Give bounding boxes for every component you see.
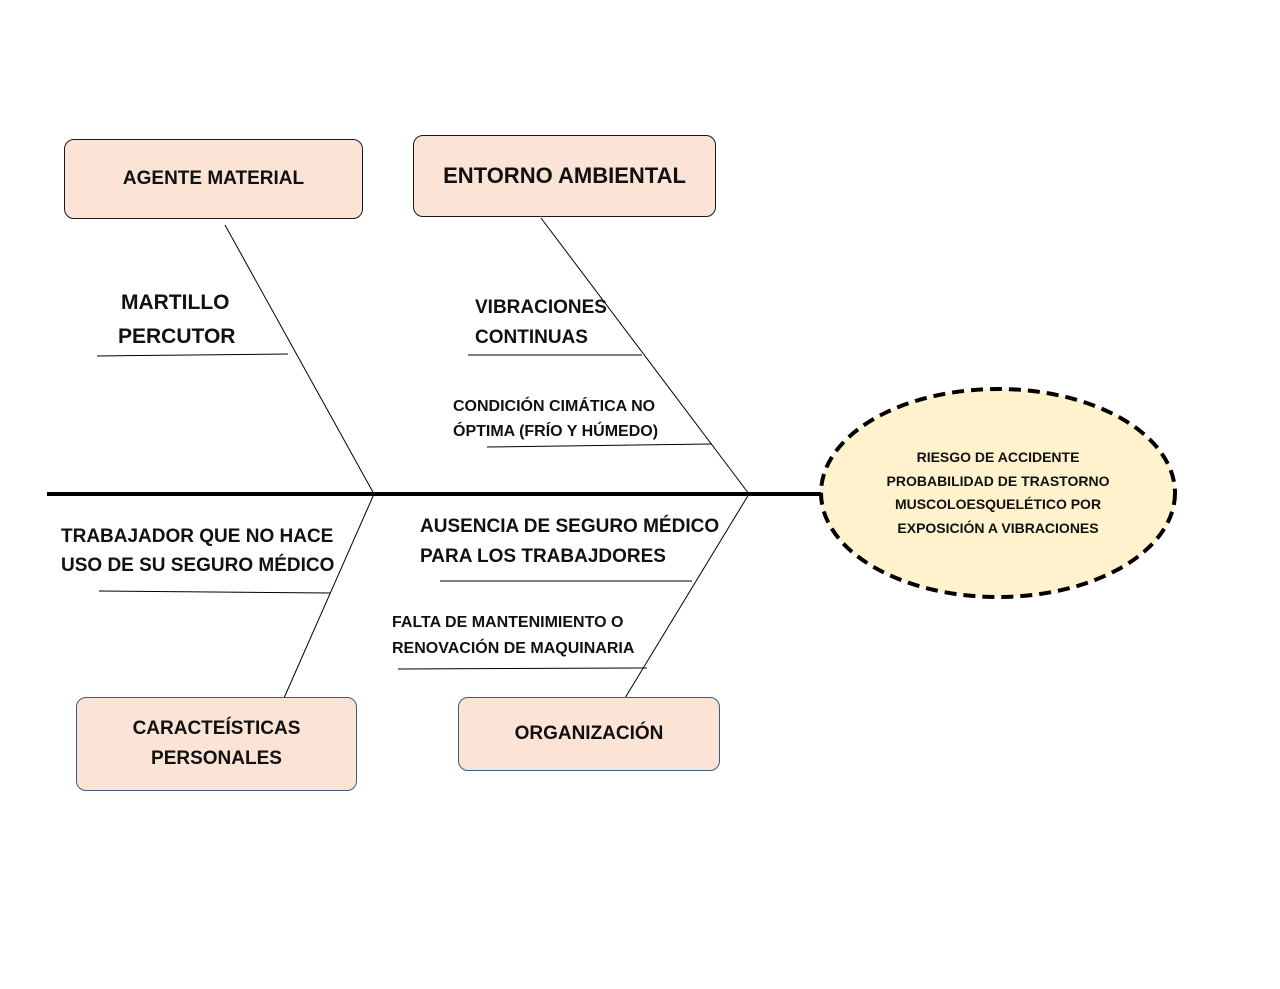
cause-falta-line2: RENOVACIÓN DE MAQUINARIA [392, 640, 635, 657]
category-caracteristicas-label-line1: CARACTEÍSTICAS [132, 718, 301, 739]
cause-falta-mantenimiento: FALTA DE MANTENIMIENTO O RENOVACIÓN DE M… [392, 610, 634, 662]
cause-vibraciones-continuas: VIBRACIONES CONTINUAS [475, 293, 607, 353]
cause-vibraciones-line2: CONTINUAS [475, 327, 588, 348]
bone-organizacion [624, 493, 750, 699]
effect-ellipse [819, 387, 1177, 599]
effect-riesgo: RIESGO DE ACCIDENTE PROBABILIDAD DE TRAS… [820, 388, 1176, 598]
category-organizacion-label: ORGANIZACIÓN [514, 723, 664, 744]
category-agente-material: AGENTE MATERIAL [64, 139, 363, 219]
subline-condicion [486, 443, 713, 448]
category-entorno-ambiental-label: ENTORNO AMBIENTAL [443, 163, 686, 188]
category-agente-material-label: AGENTE MATERIAL [122, 168, 305, 189]
cause-condicion-line2: ÓPTIMA (FRÍO Y HÚMEDO) [453, 423, 659, 440]
subline-falta [397, 667, 648, 670]
category-caracteristicas-personales: CARACTEÍSTICAS PERSONALES [76, 697, 357, 791]
cause-vibraciones-line1: VIBRACIONES [475, 297, 607, 318]
cause-ausencia-line1: AUSENCIA DE SEGURO MÉDICO [420, 516, 720, 537]
cause-ausencia-seguro: AUSENCIA DE SEGURO MÉDICO PARA LOS TRABA… [420, 512, 719, 572]
cause-falta-line1: FALTA DE MANTENIMIENTO O [392, 614, 624, 631]
subline-trabajador [98, 590, 331, 594]
cause-ausencia-line2: PARA LOS TRABAJDORES [420, 546, 666, 567]
subline-martillo [96, 353, 289, 357]
category-organizacion: ORGANIZACIÓN [458, 697, 720, 771]
cause-condicion-line1: CONDICIÓN CIMÁTICA NO [453, 398, 656, 415]
cause-trabajador-seguro: TRABAJADOR QUE NO HACE USO DE SU SEGURO … [61, 522, 334, 580]
cause-condicion-climatica: CONDICIÓN CIMÁTICA NO ÓPTIMA (FRÍO Y HÚM… [453, 394, 658, 444]
cause-martillo-line2: PERCUTOR [118, 325, 236, 348]
cause-martillo-line1: MARTILLO [121, 291, 230, 314]
effect-text: RIESGO DE ACCIDENTE PROBABILIDAD DE TRAS… [886, 449, 1110, 536]
bone-caracteristicas [283, 493, 375, 699]
cause-martillo-percutor: MARTILLO PERCUTOR [118, 286, 235, 354]
cause-trabajador-line1: TRABAJADOR QUE NO HACE [61, 526, 334, 547]
bone-agente-material [224, 224, 375, 495]
category-entorno-ambiental: ENTORNO AMBIENTAL [413, 135, 716, 217]
category-caracteristicas-label-line2: PERSONALES [151, 748, 282, 769]
bone-entorno-ambiental [540, 217, 750, 495]
cause-trabajador-line2: USO DE SU SEGURO MÉDICO [61, 555, 335, 576]
